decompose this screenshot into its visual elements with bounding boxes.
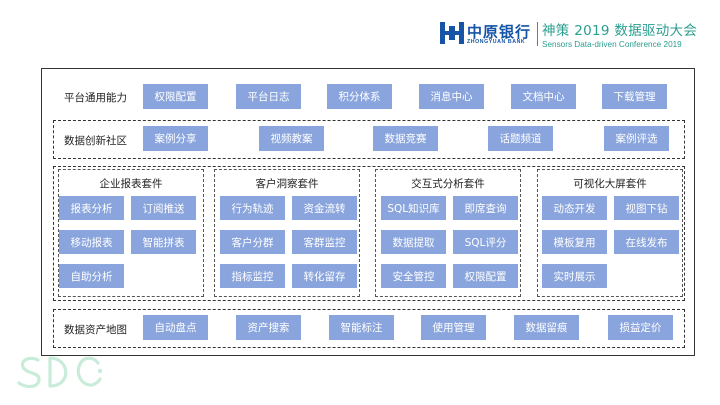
assets-item[interactable]: 使用管理 — [421, 315, 486, 340]
suite-item[interactable]: 资金流转 — [292, 196, 357, 220]
assets-item[interactable]: 损益定价 — [608, 315, 673, 340]
innovation-row-box — [53, 120, 685, 159]
suite-item[interactable]: 视图下钻 — [614, 196, 679, 220]
platform-item[interactable]: 消息中心 — [419, 84, 484, 109]
suite-item[interactable]: 智能拼表 — [131, 230, 196, 254]
conference-logo: 神策 2019 数据驱动大会 Sensors Data-driven Confe… — [542, 19, 697, 49]
suite-item[interactable]: 客群监控 — [292, 230, 357, 254]
suite-item[interactable]: SQL评分 — [453, 230, 518, 254]
suite-item[interactable]: 客户分群 — [220, 230, 285, 254]
suite-item[interactable]: 在线发布 — [614, 230, 679, 254]
bank-name: 中原银行 — [467, 23, 532, 41]
innovation-row-label: 数据创新社区 — [64, 135, 127, 147]
assets-row-box — [53, 309, 685, 348]
suite-item[interactable]: SQL知识库 — [381, 196, 446, 220]
suite-box-analysis — [375, 169, 521, 297]
assets-item[interactable]: 数据留痕 — [514, 315, 579, 340]
suite-item[interactable]: 报表分析 — [59, 196, 124, 220]
zhongyuan-bank-logo: 中原银行 ZHONGYUAN BANK — [440, 20, 536, 48]
bank-name-en: ZHONGYUAN BANK — [467, 39, 526, 45]
assets-item[interactable]: 智能标注 — [329, 315, 394, 340]
platform-item[interactable]: 积分体系 — [327, 84, 392, 109]
suite-item[interactable]: 模板复用 — [542, 230, 607, 254]
assets-row-label: 数据资产地图 — [64, 324, 127, 336]
assets-item[interactable]: 资产搜索 — [236, 315, 301, 340]
suite-item[interactable]: 数据提取 — [381, 230, 446, 254]
innovation-item[interactable]: 视频教案 — [259, 126, 324, 151]
suite-item[interactable]: 移动报表 — [59, 230, 124, 254]
suite-box-insight — [214, 169, 360, 297]
innovation-item[interactable]: 数据竞赛 — [373, 126, 438, 151]
suite-box-visualization — [537, 169, 683, 297]
platform-item[interactable]: 权限配置 — [143, 84, 208, 109]
suite-box-reports — [58, 169, 204, 297]
innovation-item[interactable]: 案例分享 — [143, 126, 208, 151]
suite-item[interactable]: 权限配置 — [453, 264, 518, 288]
platform-item[interactable]: 平台日志 — [236, 84, 301, 109]
sdc-watermark-logo-icon — [17, 356, 103, 388]
platform-row-label: 平台通用能力 — [64, 92, 127, 104]
suite-title: 交互式分析套件 — [411, 178, 485, 190]
conference-title: 神策 2019 数据驱动大会 — [542, 23, 698, 39]
bank-logo-mark-icon — [440, 22, 464, 44]
suites-row-box — [53, 166, 685, 301]
platform-item[interactable]: 文档中心 — [511, 84, 576, 109]
assets-item[interactable]: 自动盘点 — [143, 315, 208, 340]
suite-item[interactable]: 转化留存 — [292, 264, 357, 288]
suite-item[interactable]: 指标监控 — [220, 264, 285, 288]
suite-item[interactable]: 即席查询 — [453, 196, 518, 220]
suite-title: 可视化大屏套件 — [573, 178, 647, 190]
platform-item[interactable]: 下载管理 — [602, 84, 667, 109]
suite-title: 客户洞察套件 — [255, 178, 319, 190]
innovation-item[interactable]: 话题频道 — [488, 126, 553, 151]
conference-subtitle: Sensors Data-driven Conference 2019 — [542, 40, 682, 49]
suite-item[interactable]: 安全管控 — [381, 264, 446, 288]
suite-item[interactable]: 动态开发 — [542, 196, 607, 220]
architecture-frame — [41, 68, 695, 356]
suite-item[interactable]: 行为轨迹 — [220, 196, 285, 220]
innovation-item[interactable]: 案例评选 — [604, 126, 669, 151]
header-separator — [537, 22, 538, 46]
suite-item[interactable]: 实时展示 — [542, 264, 607, 288]
suite-item[interactable]: 自助分析 — [59, 264, 124, 288]
suite-title: 企业报表套件 — [99, 178, 163, 190]
suite-item[interactable]: 订阅推送 — [131, 196, 196, 220]
